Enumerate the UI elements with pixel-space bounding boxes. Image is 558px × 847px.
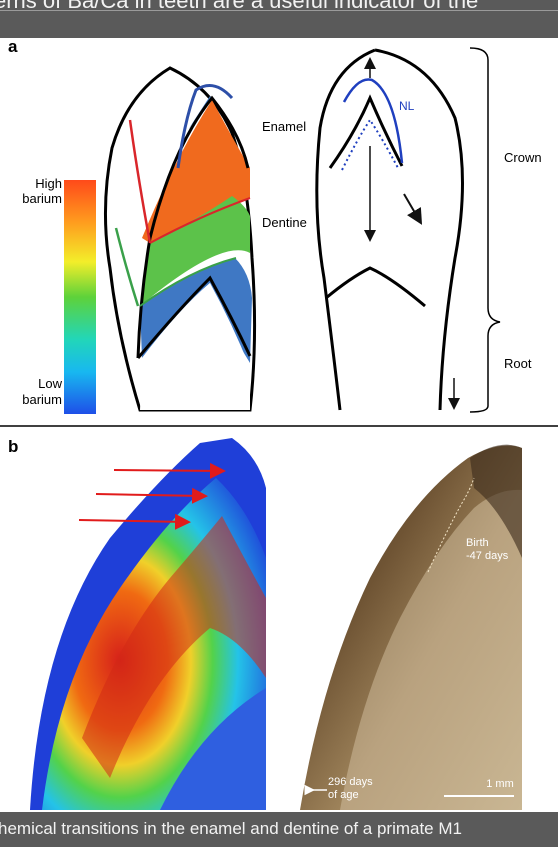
figure: a High barium Low barium Enamel Dentine …: [0, 38, 558, 812]
nl-label: NL: [399, 99, 415, 113]
heatmap-high-zone: [82, 516, 266, 778]
caption-text: hemical transitions in the enamel and de…: [0, 819, 462, 838]
red-arrow-3: [78, 513, 191, 530]
photo-shadow: [470, 444, 522, 558]
header-rule: [0, 10, 558, 11]
red-enamel-line: [128, 119, 152, 244]
pulp-cut: [140, 283, 250, 410]
green-enamel-line: [114, 227, 140, 307]
green-dentine-line: [139, 257, 237, 307]
age-line1: 296 days: [328, 776, 373, 788]
heatmap-pulp-zone: [160, 688, 266, 810]
article-header-strip: erns of Ba/Ca in teeth are a useful indi…: [0, 0, 558, 38]
right-tooth-outer-left: [315, 48, 376, 411]
root-label: Root: [504, 356, 532, 371]
right-dentine-horn: [328, 94, 404, 169]
panel-b-label: b: [8, 437, 18, 456]
mid-barium-band: [140, 196, 250, 306]
dentine-label: Dentine: [262, 215, 307, 230]
enamel-label: Enamel: [262, 119, 306, 134]
age-line2: of age: [328, 789, 359, 801]
diagonal-arrow: [403, 193, 423, 225]
scale-bar-label: 1 mm: [486, 778, 514, 790]
caption-bar: hemical transitions in the enamel and de…: [0, 812, 558, 847]
scale-high-line2: barium: [22, 191, 62, 206]
panel-a-label: a: [8, 38, 18, 56]
red-arrow-2: [95, 487, 208, 504]
red-dentine-line: [149, 197, 251, 244]
red-arrow-1: [113, 462, 226, 479]
dentine-outline: [136, 95, 250, 359]
birth-line-dotted: [427, 477, 475, 573]
pulp-outline: [136, 275, 252, 359]
right-pulp-horn: [325, 266, 426, 308]
blue-growth-line: [176, 84, 234, 169]
right-tooth-outer-right: [374, 48, 464, 411]
scale-low-line1: Low: [38, 376, 62, 391]
crown-label: Crown: [504, 150, 542, 165]
neonatal-line: [342, 78, 404, 164]
barium-color-scale: [64, 180, 96, 414]
article-header-text: erns of Ba/Ca in teeth are a useful indi…: [0, 0, 479, 13]
crown-root-brace: [469, 47, 501, 413]
low-barium-band: [140, 258, 252, 363]
scale-high-line1: High: [35, 176, 62, 191]
birth-line2: -47 days: [466, 550, 509, 562]
figure-svg: a High barium Low barium Enamel Dentine …: [0, 38, 558, 810]
birth-line1: Birth: [466, 537, 489, 549]
photo-dentine: [340, 489, 522, 810]
scale-low-line2: barium: [22, 392, 62, 407]
